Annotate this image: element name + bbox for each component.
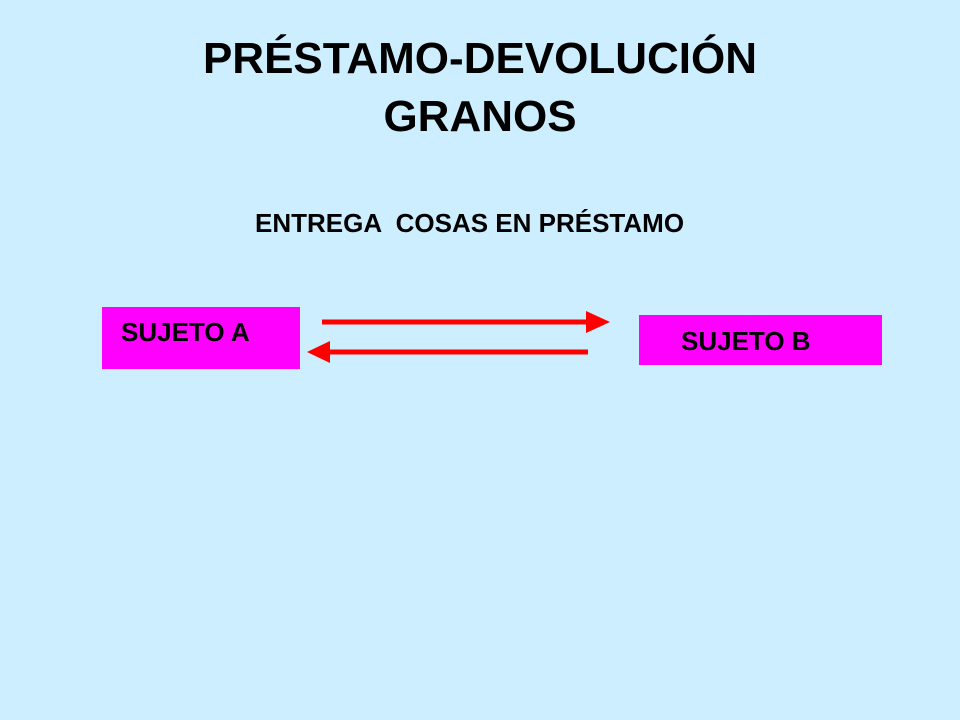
sujeto-a-label: SUJETO A	[121, 317, 250, 347]
diagram-subtitle: ENTREGA COSAS EN PRÉSTAMO	[255, 208, 685, 238]
slide-title: PRÉSTAMO-DEVOLUCIÓN GRANOS	[0, 30, 960, 146]
arrow-right-head	[586, 311, 610, 333]
slide-title-line-2: GRANOS	[383, 92, 577, 141]
arrow-right	[322, 311, 610, 333]
slide-title-line-1: PRÉSTAMO-DEVOLUCIÓN	[202, 34, 758, 83]
sujeto-b-box: SUJETO B	[639, 315, 882, 365]
arrow-left	[307, 341, 588, 363]
sujeto-b-label: SUJETO B	[681, 326, 811, 356]
arrow-left-head	[307, 341, 330, 363]
exchange-arrows	[307, 311, 610, 363]
sujeto-a-box: SUJETO A	[102, 307, 300, 369]
